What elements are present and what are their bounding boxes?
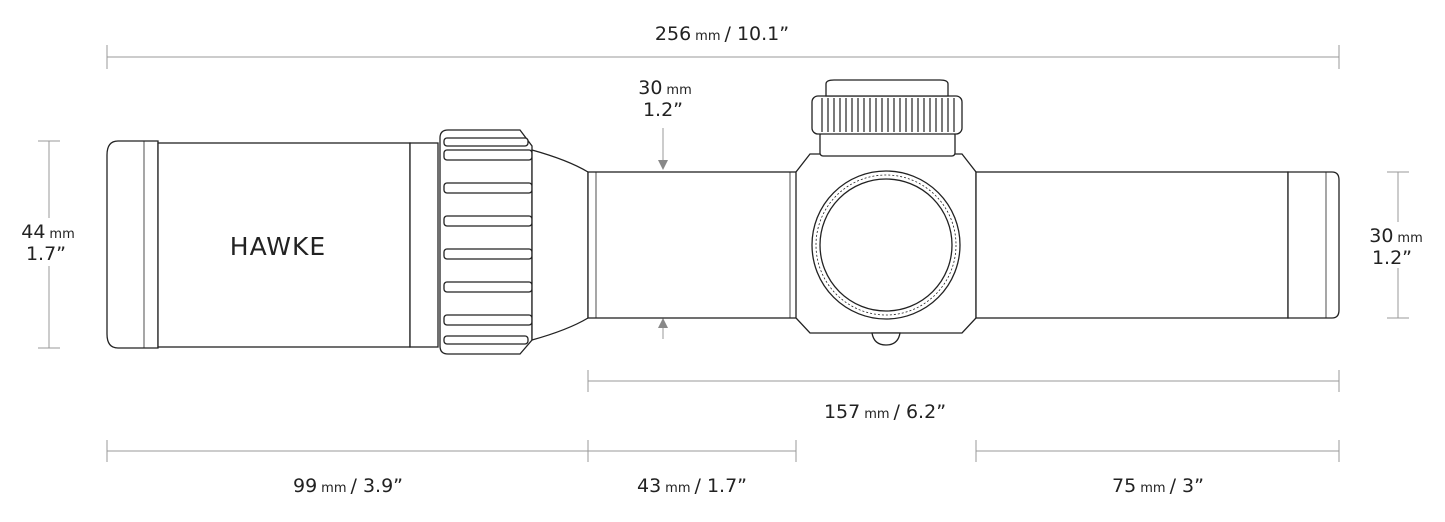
eyepiece-diameter-imperial: 1.2”: [1372, 247, 1412, 269]
eyepiece-taper: [531, 149, 589, 341]
tube-diameter-imperial: 1.2”: [643, 99, 683, 121]
top-turret-base: [819, 131, 956, 157]
objective-bell: [157, 142, 411, 348]
objective-cap: [106, 140, 159, 349]
scope-body: HAWKE: [106, 79, 1340, 355]
objective-band: [409, 142, 439, 348]
eyepiece: [1287, 171, 1340, 319]
side-turret-inner: [819, 178, 953, 312]
bottom-knob: [871, 332, 901, 346]
main-tube-front: [587, 171, 801, 319]
rear-tube: [975, 171, 1289, 319]
objective-diameter-imperial: 1.7”: [26, 243, 66, 265]
brand-logo: HAWKE: [230, 232, 326, 261]
top-turret-knurl: [821, 98, 955, 132]
top-turret-cap: [825, 79, 949, 97]
